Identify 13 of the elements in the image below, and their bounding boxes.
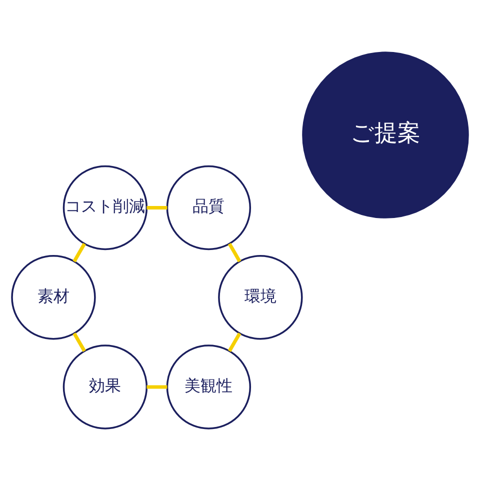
connector bbox=[72, 242, 86, 262]
node-circle: 環境 bbox=[218, 254, 303, 340]
node-circle: コスト削減 bbox=[62, 164, 148, 250]
connector bbox=[146, 206, 168, 210]
connector bbox=[72, 332, 86, 352]
node-circle: ご提案 bbox=[302, 51, 469, 218]
node-circle: 品質 bbox=[166, 164, 252, 250]
node-circle: 美観性 bbox=[166, 344, 252, 429]
connector bbox=[228, 332, 242, 352]
connector bbox=[146, 384, 168, 388]
node-circle: 素材 bbox=[11, 254, 96, 340]
node-circle: 効果 bbox=[62, 344, 148, 429]
connector bbox=[228, 242, 242, 262]
